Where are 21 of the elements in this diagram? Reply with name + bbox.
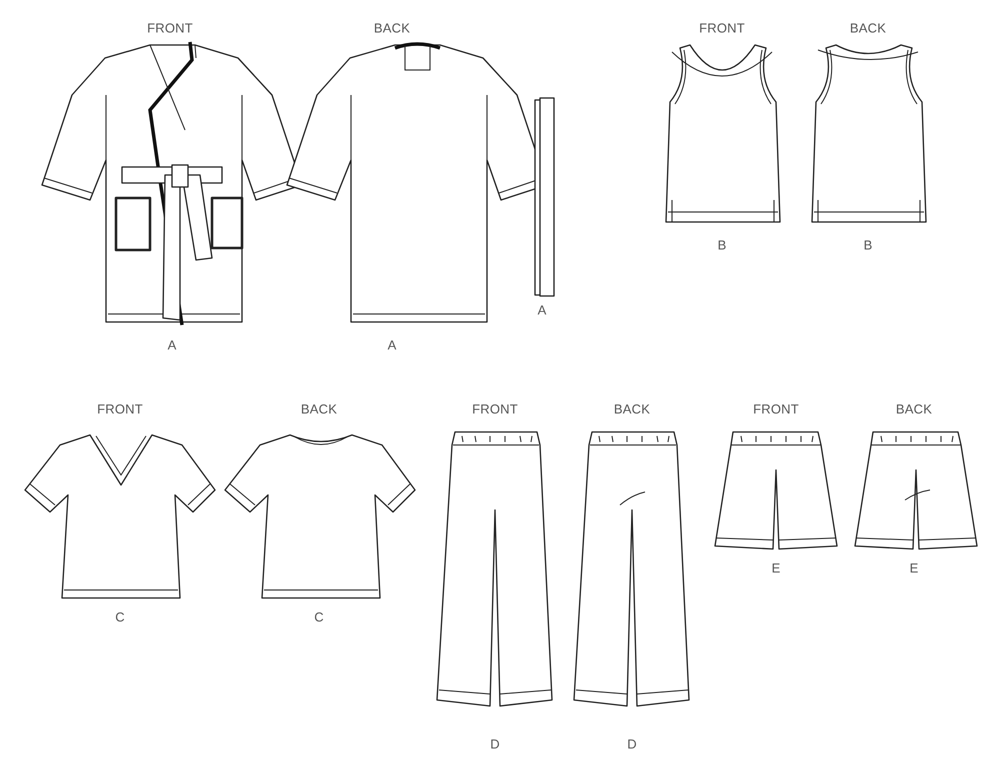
view-label: FRONT <box>753 402 799 416</box>
view-label: A <box>388 338 396 352</box>
view-label: FRONT <box>699 20 745 36</box>
view-label: FRONT <box>472 402 518 416</box>
view-label: BACK <box>614 402 650 416</box>
view-label: D <box>490 736 500 752</box>
view-label: BACK <box>374 20 410 36</box>
view-label: B <box>864 238 872 252</box>
view-label: A <box>168 338 176 352</box>
view-label: C <box>314 610 324 624</box>
view-label: C <box>115 610 125 624</box>
view-label: E <box>910 560 918 576</box>
view-label: FRONT <box>147 20 193 36</box>
view-label: E <box>772 560 780 576</box>
view-label: BACK <box>896 402 932 416</box>
view-label: BACK <box>300 402 338 416</box>
view-label: B <box>718 238 726 252</box>
view-label: BACK <box>850 20 886 36</box>
view-label: A <box>538 302 546 318</box>
view-label: D <box>627 736 637 752</box>
view-label: FRONT <box>97 402 143 416</box>
